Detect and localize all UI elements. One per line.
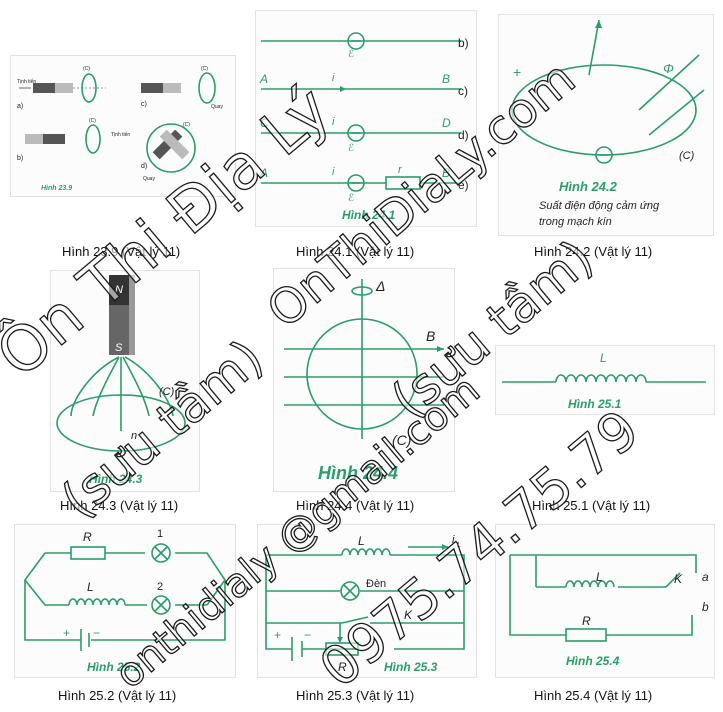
end-a1: A <box>259 72 268 86</box>
caption-23-9: Hình 23.9 (Vật lý 11) <box>62 244 181 259</box>
switch-k: K <box>404 608 413 622</box>
caption-24-4: Hình 24.4 (Vật lý 11) <box>296 498 415 513</box>
figure-label: Hình 24.1 <box>342 208 396 222</box>
resistor-r: R <box>582 614 591 628</box>
battery-minus: − <box>304 628 311 642</box>
label-rotate-d: Quay <box>143 176 155 182</box>
battery-plus: + <box>63 626 70 640</box>
figure-label: Hình 25.4 <box>566 654 620 668</box>
coil-c: (C) <box>159 386 175 398</box>
field-b: B <box>426 328 435 344</box>
label-translate-b: Tịnh tiến <box>111 132 130 138</box>
emf-d: ℰ <box>348 143 354 154</box>
caption-25-4: Hình 25.4 (Vật lý 11) <box>534 688 653 703</box>
end-d: D <box>442 116 451 130</box>
figure-24-4: Δ B (C) Hình 24.4 <box>273 268 455 492</box>
figure-24-3: N S (C) n Hình 24.3 <box>50 270 200 492</box>
lamp-2: 2 <box>157 581 163 593</box>
caption-25-3: Hình 25.3 (Vật lý 11) <box>296 688 415 703</box>
end-c: C <box>260 116 269 130</box>
figure-24-2: Φ + (C) Hình 24.2 Suất điện động cảm ứng… <box>498 14 714 236</box>
coil-b: (C) <box>89 118 96 124</box>
cur-c: i <box>332 72 335 84</box>
desc-line-1: Suất điện động cảm ứng <box>539 200 660 212</box>
resistor-r: r <box>398 164 403 176</box>
figure-label: Hình 25.2 <box>87 660 141 674</box>
pole-n: N <box>115 284 123 296</box>
coil-d: (C) <box>183 122 190 128</box>
label-rotate-c: Quay <box>211 104 223 110</box>
row-d: d) <box>458 128 469 142</box>
current-il-sub: L <box>457 542 461 549</box>
caption-24-3: Hình 24.3 (Vật lý 11) <box>60 498 179 513</box>
lamp-1: 1 <box>157 528 163 540</box>
coil-c: (C) <box>392 432 411 448</box>
pole-s: S <box>115 342 123 354</box>
caption-25-2: Hình 25.2 (Vật lý 11) <box>58 688 177 703</box>
axis-delta: Δ <box>375 278 385 294</box>
coil-c: (C) <box>679 150 695 162</box>
coil-a: (C) <box>83 66 90 72</box>
figure-label: Hình 25.1 <box>568 397 622 411</box>
end-a2: A <box>259 166 268 180</box>
caption-24-1: Hình 24.1 (Vật lý 11) <box>296 244 415 259</box>
inductor-l: L <box>358 534 365 548</box>
resistor-r: R <box>338 660 347 674</box>
plus-sign: + <box>513 64 521 80</box>
cur-d: i <box>332 116 335 128</box>
sub-c: c) <box>141 101 147 108</box>
figure-label: Hình 24.2 <box>559 179 618 194</box>
sub-b: b) <box>17 155 23 162</box>
row-e: e) <box>458 178 469 192</box>
emf-b: ℰ <box>348 49 354 60</box>
caption-25-1: Hình 25.1 (Vật lý 11) <box>532 498 651 513</box>
caption-24-2: Hình 24.2 (Vật lý 11) <box>534 244 653 259</box>
figure-25-1: L Hình 25.1 <box>495 345 715 415</box>
inductor-l: L <box>600 351 607 365</box>
row-c: c) <box>458 84 468 98</box>
figure-25-4: L K a b R Hình 25.4 <box>495 524 715 678</box>
lamp-label: Đèn <box>366 578 386 590</box>
figure-label: Hình 24.4 <box>318 463 398 483</box>
resistor-r: R <box>83 530 92 544</box>
battery-minus: − <box>93 626 100 640</box>
figure-label: Hình 23.9 <box>41 185 72 192</box>
terminal-b: b <box>702 600 709 614</box>
figure-label: Hình 24.3 <box>89 472 143 486</box>
desc-line-2: trong mạch kín <box>539 216 612 228</box>
coil-c: (C) <box>201 66 208 72</box>
switch-k: K <box>674 572 683 586</box>
figure-25-3: i L Đèn K + − R L Hình 25.3 <box>257 524 477 678</box>
flux-phi: Φ <box>663 61 674 76</box>
normal-vector: n <box>131 430 137 442</box>
end-b1: B <box>442 72 450 86</box>
row-b: b) <box>458 36 469 50</box>
inductor-l: L <box>87 580 94 594</box>
figure-label: Hình 25.3 <box>384 660 438 674</box>
terminal-a: a <box>702 570 709 584</box>
sub-d: d) <box>141 163 147 170</box>
emf-e: ℰ <box>348 193 354 204</box>
label-translate-a: Tịnh tiến <box>17 79 36 85</box>
current-il: i <box>452 534 455 546</box>
battery-plus: + <box>274 628 281 642</box>
figure-24-1: ℰ b) A B i c) C D i ℰ d) A B i r ℰ e) Hì… <box>255 10 477 227</box>
figure-23-9: Tịnh tiến a) (C) c) Quay (C) b) Tịnh tiế… <box>10 55 236 197</box>
cur-e: i <box>332 166 335 178</box>
figure-25-2: + − R L 1 2 Hình 25.2 <box>14 524 236 678</box>
inductor-l: L <box>596 570 603 584</box>
end-b2: B <box>442 166 450 180</box>
sub-a: a) <box>17 103 23 110</box>
